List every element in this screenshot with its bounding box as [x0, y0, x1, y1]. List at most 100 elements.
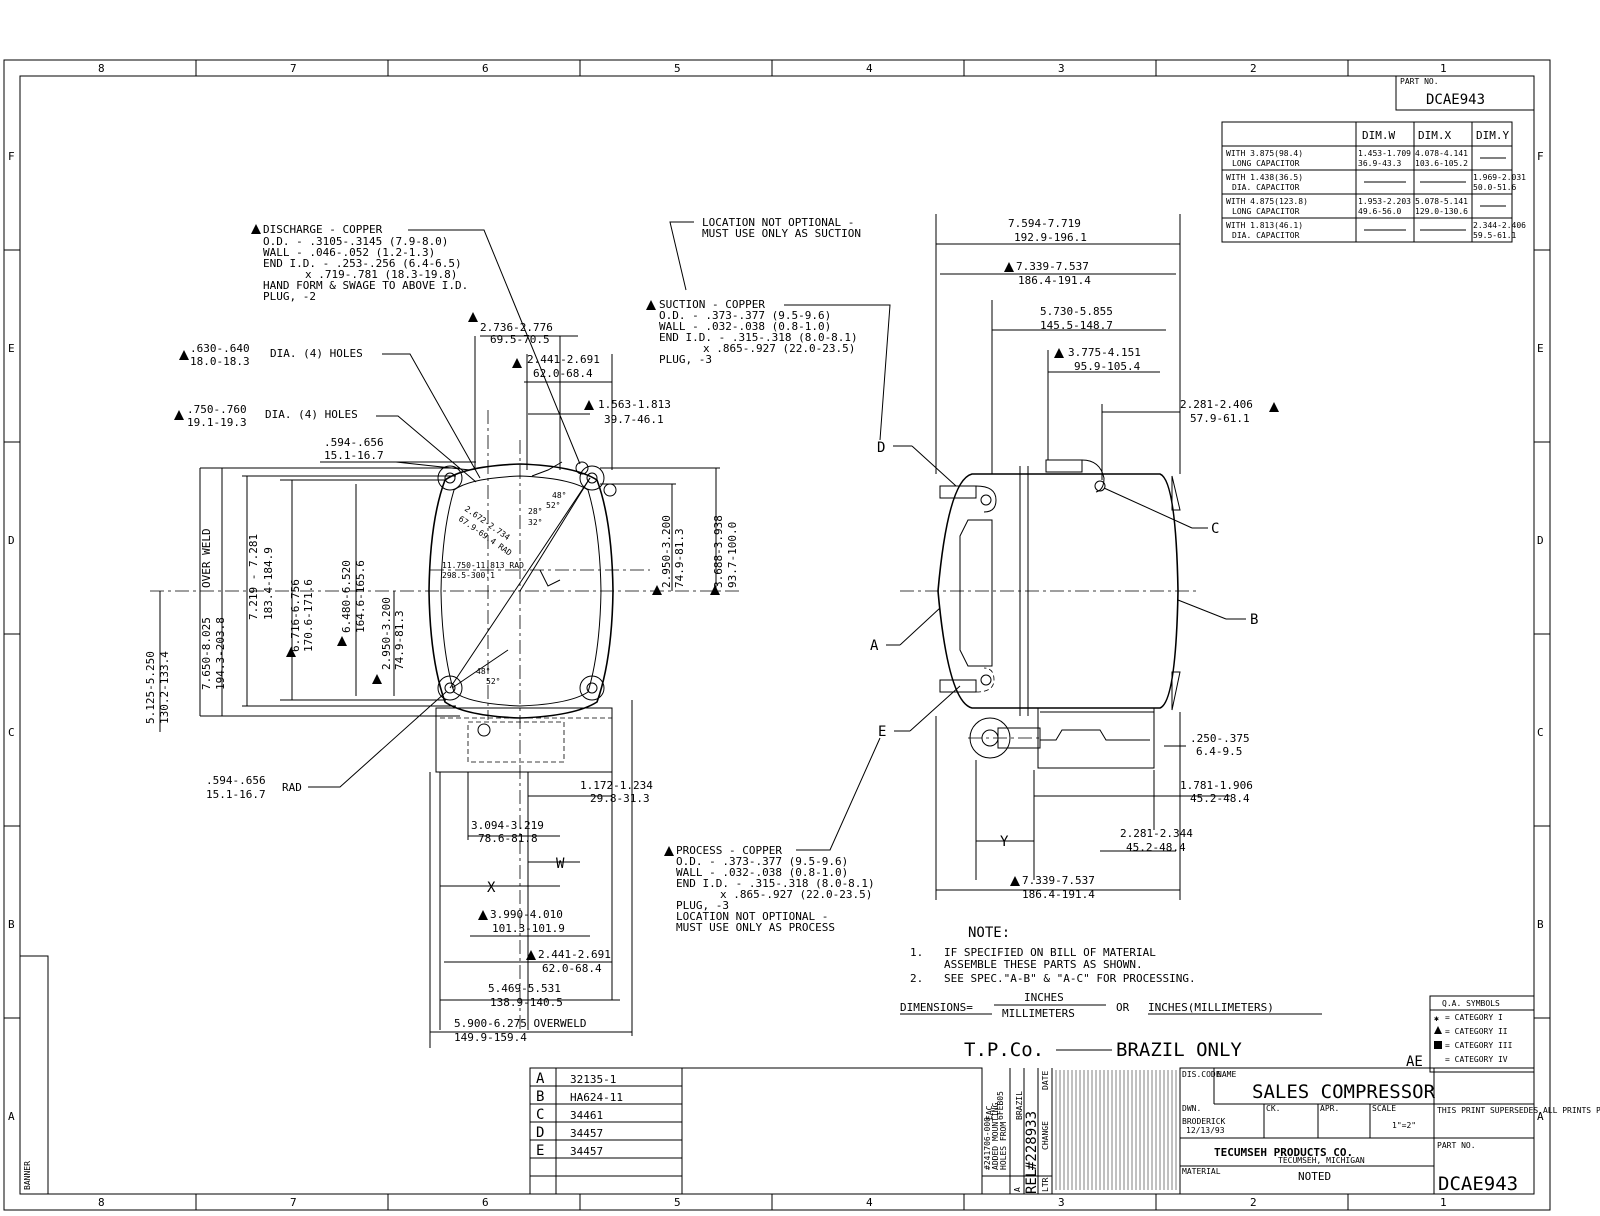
svg-text:6.480-6.520: 6.480-6.520 — [340, 560, 353, 633]
svg-text:PART NO.: PART NO. — [1437, 1141, 1476, 1150]
dim-y-label: Y — [1000, 834, 1009, 850]
svg-text:NAME: NAME — [1217, 1070, 1236, 1079]
svg-text:B: B — [536, 1089, 544, 1105]
holes-callout-1: .630-.640 18.0-18.3 DIA. (4) HOLES — [179, 342, 481, 479]
svg-text:1.781-1.906: 1.781-1.906 — [1180, 779, 1253, 792]
rad-callout: .594-.656 15.1-16.7 RAD — [206, 691, 447, 801]
svg-text:O.D. - .3105-.3145 (7.9-8.0): O.D. - .3105-.3145 (7.9-8.0) — [263, 235, 448, 248]
col-label-5-bottom: 5 — [674, 1196, 681, 1209]
svg-text:45.2-48.4: 45.2-48.4 — [1126, 841, 1186, 854]
svg-text:12/13/93: 12/13/93 — [1186, 1126, 1225, 1135]
left-bottom-dimensions: 1.172-1.234 29.8-31.3 3.094-3.219 78.6-8… — [429, 700, 653, 1048]
svg-text:74.9-81.3: 74.9-81.3 — [673, 528, 686, 588]
svg-text:.594-.656: .594-.656 — [324, 436, 384, 449]
compressor-top-view — [150, 410, 740, 1030]
svg-text:E: E — [536, 1143, 544, 1159]
revision-number: #228933 — [1024, 1111, 1040, 1170]
svg-text:BRAZIL: BRAZIL — [1015, 1091, 1024, 1120]
svg-text:74.9-81.3: 74.9-81.3 — [393, 610, 406, 670]
svg-text:5.730-5.855: 5.730-5.855 — [1040, 305, 1113, 318]
svg-text:5.078-5.141: 5.078-5.141 — [1415, 197, 1468, 206]
svg-text:PART NO.: PART NO. — [1400, 77, 1439, 86]
row-label-b: B — [8, 918, 15, 931]
title-name: SALES COMPRESSOR — [1252, 1081, 1436, 1103]
svg-text:5.469-5.531: 5.469-5.531 — [488, 982, 561, 995]
svg-text:34461: 34461 — [570, 1109, 603, 1122]
svg-text:= CATEGORY IV: = CATEGORY IV — [1445, 1055, 1508, 1064]
svg-text:34457: 34457 — [570, 1145, 603, 1158]
svg-text:50.0-51.6: 50.0-51.6 — [1473, 183, 1517, 192]
row-label-b-right: B — [1537, 918, 1544, 931]
svg-text:DWN.: DWN. — [1182, 1104, 1201, 1113]
svg-text:45.2-48.4: 45.2-48.4 — [1190, 792, 1250, 805]
svg-text:78.6-81.8: 78.6-81.8 — [478, 832, 538, 845]
svg-text:3.775-4.151: 3.775-4.151 — [1068, 346, 1141, 359]
svg-text:62.0-68.4: 62.0-68.4 — [533, 367, 593, 380]
svg-text:REL: REL — [1024, 1169, 1040, 1194]
svg-text:MUST USE ONLY AS PROCESS: MUST USE ONLY AS PROCESS — [676, 921, 835, 934]
svg-text:DISCHARGE - COPPER: DISCHARGE - COPPER — [263, 223, 383, 236]
bottom-zone-markers: 8 7 6 5 4 3 2 1 — [98, 1194, 1447, 1210]
radius-and-angle-labels: 11.750-11.813 RAD 298.5-300.1 2.672-2.73… — [442, 491, 566, 686]
svg-text:AE: AE — [1406, 1054, 1423, 1070]
notes-section: NOTE: 1. IF SPECIFIED ON BILL OF MATERIA… — [900, 925, 1423, 1070]
svg-text:BRODERICK: BRODERICK — [1182, 1117, 1226, 1126]
left-top-dimensions: 2.736-2.776 69.5-70.5 2.441-2.691 62.0-6… — [320, 312, 671, 471]
svg-text:RAD: RAD — [282, 781, 302, 794]
svg-text:57.9-61.1: 57.9-61.1 — [1190, 412, 1250, 425]
svg-text:32°: 32° — [528, 518, 542, 527]
dim-w-label: W — [556, 856, 565, 872]
svg-text:1.453-1.709: 1.453-1.709 — [1358, 149, 1411, 158]
svg-text:5.125-5.250: 5.125-5.250 — [144, 651, 157, 724]
svg-text:WITH 1.813(46.1): WITH 1.813(46.1) — [1226, 221, 1303, 230]
suction-callout: LOCATION NOT OPTIONAL - MUST USE ONLY AS… — [646, 216, 891, 441]
svg-text:1.969-2.031: 1.969-2.031 — [1473, 173, 1526, 182]
svg-text:149.9-159.4: 149.9-159.4 — [454, 1031, 527, 1044]
svg-text:O.D. - .373-.377 (9.5-9.6): O.D. - .373-.377 (9.5-9.6) — [659, 309, 831, 322]
svg-text:PROCESS - COPPER: PROCESS - COPPER — [676, 844, 782, 857]
svg-text:PLUG, -2: PLUG, -2 — [263, 290, 316, 303]
svg-text:Q.A. SYMBOLS: Q.A. SYMBOLS — [1442, 999, 1500, 1008]
row-label-f-right: F — [1537, 150, 1544, 163]
svg-text:LTR: LTR — [1041, 1177, 1050, 1192]
col-label-8-bottom: 8 — [98, 1196, 105, 1209]
svg-text:ADDED MOUNTING: ADDED MOUNTING — [991, 1102, 1000, 1170]
svg-text:#241706-000: #241706-000 — [983, 1117, 992, 1170]
svg-text:END I.D. - .315-.318 (8.0-8.1): END I.D. - .315-.318 (8.0-8.1) — [659, 331, 858, 344]
svg-text:3.094-3.219: 3.094-3.219 — [471, 819, 544, 832]
svg-text:PLUG, -3: PLUG, -3 — [676, 899, 729, 912]
banner-box: BANNER — [19, 955, 49, 1195]
label-b: B — [1250, 612, 1258, 628]
svg-text:DIA. (4) HOLES: DIA. (4) HOLES — [270, 347, 363, 360]
svg-text:3.688-3.938: 3.688-3.938 — [712, 515, 725, 588]
company-name: TECUMSEH PRODUCTS CO. — [1214, 1146, 1353, 1159]
svg-text:19.1-19.3: 19.1-19.3 — [187, 416, 247, 429]
svg-text:.750-.760: .750-.760 — [187, 403, 247, 416]
col-label-7-bottom: 7 — [290, 1196, 297, 1209]
svg-text:EAC: EAC — [985, 1105, 994, 1120]
svg-text:2.281-2.344: 2.281-2.344 — [1120, 827, 1193, 840]
parts-table: A 32135-1 B HA624-11 C 34461 D 34457 E 3… — [529, 1067, 983, 1195]
svg-text:WITH 3.875(98.4): WITH 3.875(98.4) — [1226, 149, 1303, 158]
col-label-6: 6 — [482, 62, 489, 75]
label-d: D — [877, 440, 885, 456]
svg-text:END I.D. - .253-.256 (6.4-6.5): END I.D. - .253-.256 (6.4-6.5) — [263, 257, 462, 270]
svg-text:6FEB05: 6FEB05 — [996, 1091, 1005, 1120]
holes-callout-2: .750-.760 19.1-19.3 DIA. (4) HOLES — [174, 403, 477, 483]
svg-text:LOCATION NOT OPTIONAL -: LOCATION NOT OPTIONAL - — [676, 910, 828, 923]
svg-text:IF SPECIFIED ON BILL OF MATERI: IF SPECIFIED ON BILL OF MATERIAL — [944, 946, 1156, 959]
svg-text:6.4-9.5: 6.4-9.5 — [1196, 745, 1242, 758]
col-label-3: 3 — [1058, 62, 1065, 75]
row-label-a: A — [8, 1110, 15, 1123]
svg-text:7.594-7.719: 7.594-7.719 — [1008, 217, 1081, 230]
outer-border — [3, 59, 1551, 1211]
row-label-c-right: C — [1537, 726, 1544, 739]
svg-text:11.750-11.813 RAD: 11.750-11.813 RAD — [442, 561, 524, 570]
part-number-bottom: DCAE943 — [1438, 1173, 1518, 1195]
svg-text:D: D — [536, 1125, 544, 1141]
svg-text:THIS PRINT SUPERSEDES ALL PRIN: THIS PRINT SUPERSEDES ALL PRINTS PRIOR T… — [1437, 1106, 1600, 1115]
row-label-e-right: E — [1537, 342, 1544, 355]
svg-text:32135-1: 32135-1 — [570, 1073, 616, 1086]
right-dimensions: 7.594-7.719 192.9-196.1 7.339-7.537 186.… — [935, 214, 1279, 901]
svg-text:34457: 34457 — [570, 1127, 603, 1140]
